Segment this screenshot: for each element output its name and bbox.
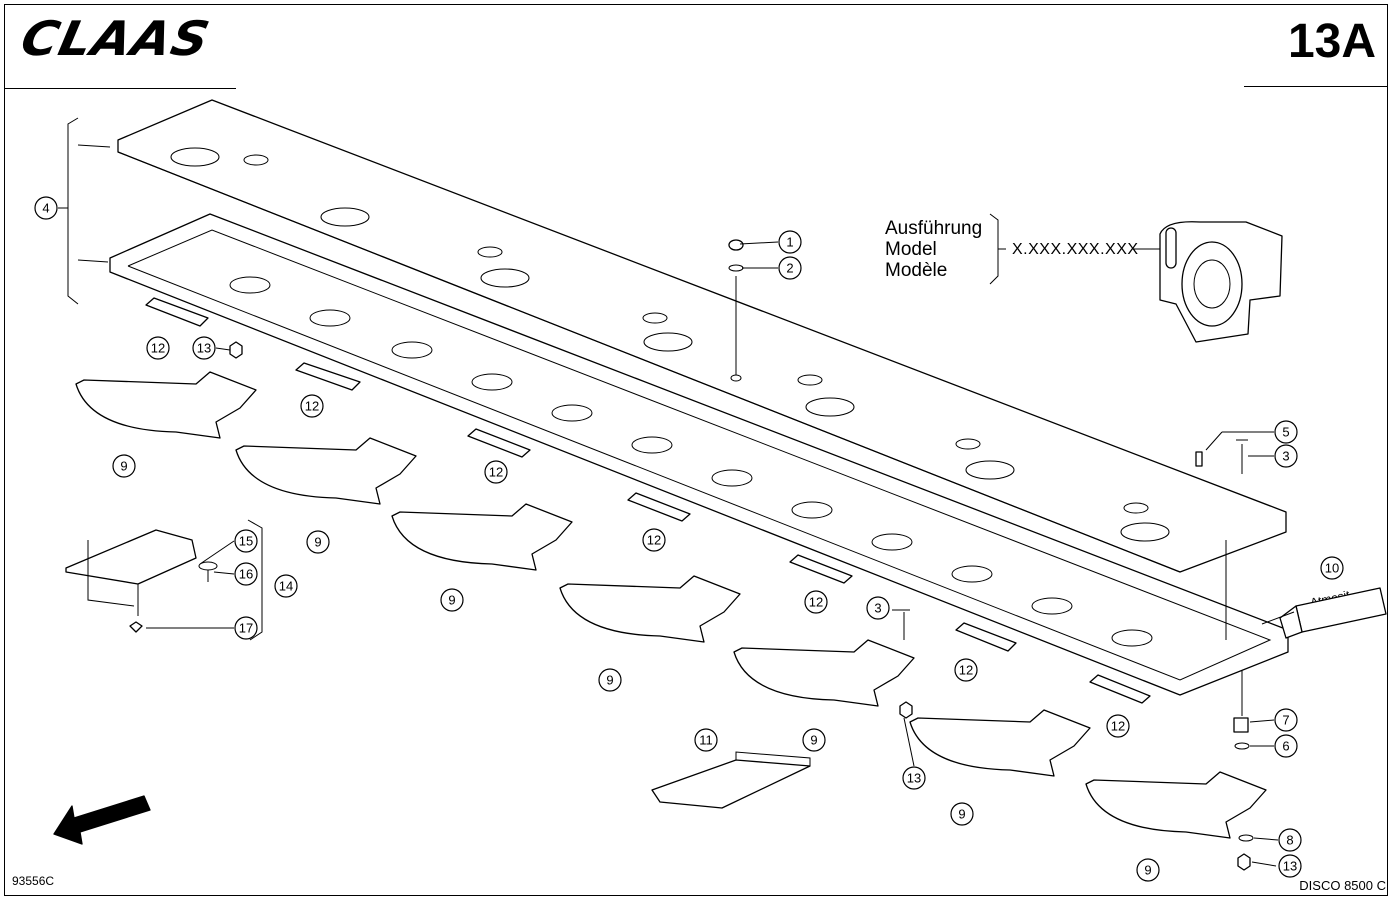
page-number: 13A [1287, 15, 1376, 68]
variant-label-de: Ausführung [885, 218, 983, 239]
svg-text:12: 12 [151, 341, 165, 356]
svg-text:9: 9 [606, 673, 613, 688]
callout-12g: 12 [1106, 714, 1130, 738]
callout-3: 3 [1274, 444, 1298, 468]
svg-text:9: 9 [810, 733, 817, 748]
svg-text:15: 15 [239, 534, 253, 549]
callout-2: 2 [778, 256, 802, 280]
callout-1: 1 [778, 230, 802, 254]
svg-text:16: 16 [239, 567, 253, 582]
callout-9e: 9 [802, 728, 826, 752]
svg-text:12: 12 [647, 533, 661, 548]
svg-text:17: 17 [239, 621, 253, 636]
callout-10: 10 [1320, 556, 1344, 580]
variant-labels: Ausführung Model Modèle [885, 218, 982, 281]
callout-13b: 13 [902, 766, 926, 790]
svg-text:4: 4 [42, 201, 49, 216]
svg-text:9: 9 [1144, 863, 1151, 878]
assembly-14 [65, 519, 263, 641]
svg-text:14: 14 [279, 579, 293, 594]
variant-label-fr: Modèle [885, 260, 948, 281]
svg-text:9: 9 [958, 807, 965, 822]
callout-13c: 13 [1278, 854, 1302, 878]
callout-12f: 12 [954, 658, 978, 682]
drawing-number: 93556C [12, 874, 55, 888]
lower-frame [109, 213, 1289, 696]
svg-text:9: 9 [448, 593, 455, 608]
callout-12e: 12 [804, 590, 828, 614]
model-name: DISCO 8500 C [1299, 878, 1386, 893]
svg-text:6: 6 [1282, 739, 1289, 754]
skids [75, 371, 1267, 839]
svg-text:12: 12 [489, 465, 503, 480]
svg-text:13: 13 [907, 771, 921, 786]
svg-text:10: 10 [1325, 561, 1339, 576]
svg-text:9: 9 [314, 535, 321, 550]
page-frame [4, 4, 1388, 896]
svg-text:3: 3 [1282, 449, 1289, 464]
svg-text:1: 1 [786, 235, 793, 250]
svg-text:7: 7 [1282, 713, 1289, 728]
svg-text:12: 12 [959, 663, 973, 678]
svg-text:12: 12 [305, 399, 319, 414]
variant-label-en: Model [885, 239, 937, 260]
hardware [229, 239, 1254, 871]
callout-5: 5 [1274, 420, 1298, 444]
variant-code: X.XXX.XXX.XXX [1012, 241, 1139, 258]
callout-3b: 3 [866, 596, 890, 620]
callout-9c: 9 [440, 588, 464, 612]
callout-9a: 9 [112, 454, 136, 478]
callout-9d: 9 [598, 668, 622, 692]
callout-4: 4 [34, 196, 58, 220]
variant-detail-drawing [989, 213, 1283, 343]
callout-11: 11 [694, 728, 718, 752]
callout-9b: 9 [306, 530, 330, 554]
callout-16: 16 [234, 562, 258, 586]
wear-strips [145, 297, 1151, 704]
svg-text:11: 11 [699, 733, 713, 748]
cover-plate-11 [651, 759, 811, 809]
callout-9f: 9 [950, 802, 974, 826]
callout-15: 15 [234, 529, 258, 553]
callout-12c: 12 [484, 460, 508, 484]
svg-text:8: 8 [1286, 833, 1293, 848]
svg-text:9: 9 [120, 459, 127, 474]
svg-text:12: 12 [1111, 719, 1125, 734]
atmosit-tube-icon [1279, 587, 1387, 639]
svg-text:2: 2 [786, 261, 793, 276]
header-rule-right [1244, 86, 1388, 87]
callout-12a: 12 [146, 336, 170, 360]
callout-13a: 13 [192, 336, 216, 360]
callout-17: 17 [234, 616, 258, 640]
callout-6: 6 [1274, 734, 1298, 758]
svg-text:13: 13 [1283, 859, 1297, 874]
svg-text:12: 12 [809, 595, 823, 610]
svg-text:3: 3 [874, 601, 881, 616]
svg-text:13: 13 [197, 341, 211, 356]
callout-7: 7 [1274, 708, 1298, 732]
leader-lines [146, 241, 1295, 867]
callout-14: 14 [274, 574, 298, 598]
header-rule-left [4, 88, 236, 89]
bracket-4 [67, 117, 79, 305]
svg-text:5: 5 [1282, 425, 1289, 440]
callout-8: 8 [1278, 828, 1302, 852]
callout-12b: 12 [300, 394, 324, 418]
callout-9g: 9 [1136, 858, 1160, 882]
callout-12d: 12 [642, 528, 666, 552]
direction-arrow-icon [53, 795, 151, 845]
upper-plate [117, 99, 1287, 573]
